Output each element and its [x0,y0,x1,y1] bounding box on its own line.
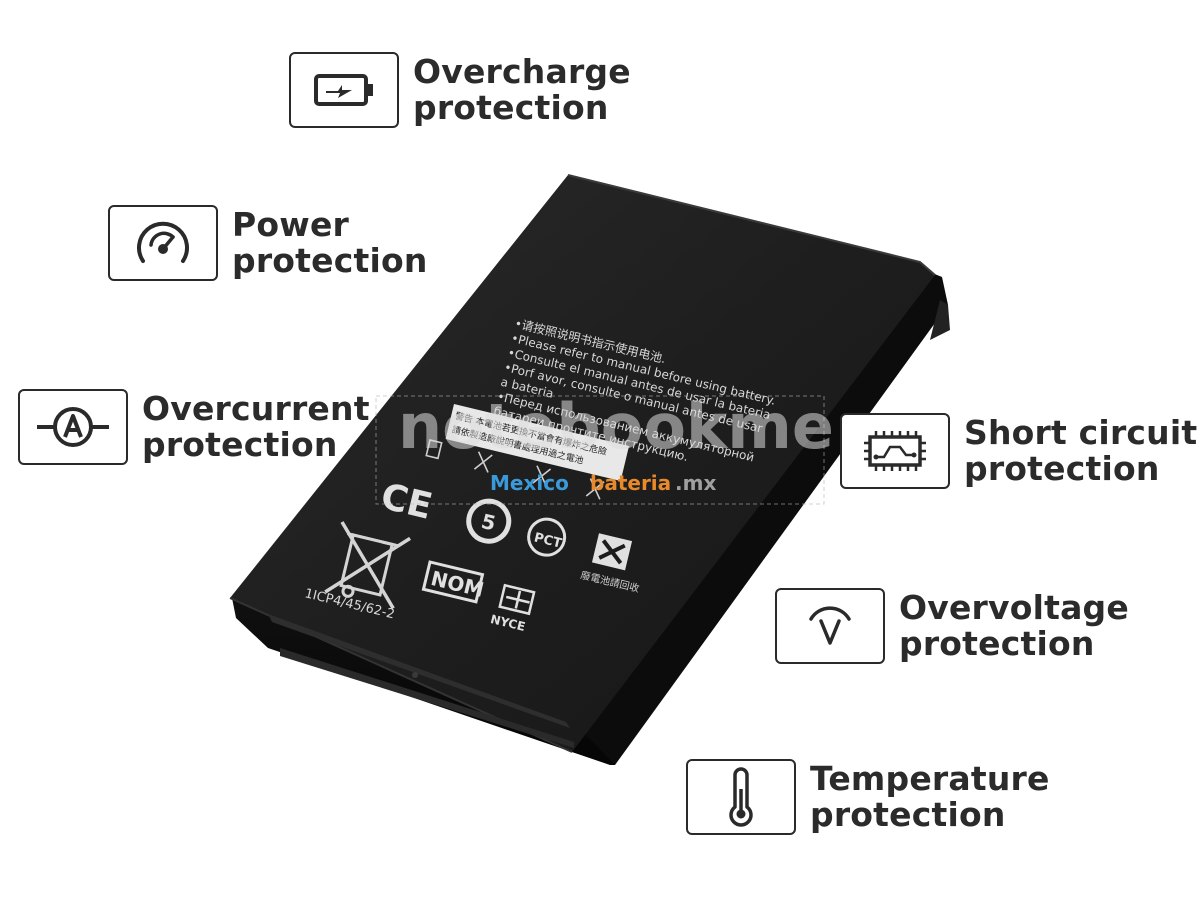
watermark-blue: Mexico [490,471,569,495]
small-icons-row [425,439,605,500]
feature-subtitle: protection [899,624,1095,663]
icon-frame [686,759,796,835]
icon-frame [840,413,950,489]
feature-overcurrent: Overcurrent protection [18,389,370,465]
icon-frame [108,205,218,281]
icon-frame [18,389,128,465]
battery-small-icon [425,439,443,460]
feature-title: Power [232,205,349,244]
feature-subtitle: protection [142,425,338,464]
feature-subtitle: protection [232,241,428,280]
watermark-frame [375,395,825,505]
warning-sticker: 警告 本電池若更換不當會有爆炸之危險 請依製造廠說明書處理用過之電池 [445,404,630,482]
ammeter-icon [37,407,109,447]
feature-power: Power protection [108,205,428,281]
pct-icon [527,517,567,557]
weee-bin-icon [324,521,412,610]
eco-number: 5 [479,509,498,536]
voltage-icon [809,606,851,645]
gauge-icon [137,221,189,263]
watermark-orange: bateria [590,471,671,495]
feature-title: Short circuit [964,413,1198,452]
feature-short-circuit: Short circuit protection [840,413,1197,489]
feature-title: Overvoltage [899,588,1129,627]
icon-frame [775,588,885,664]
connector-slot [268,614,570,728]
battery-charge-icon [314,74,373,106]
circuit-board-icon [864,431,926,471]
icon-frame [289,52,399,128]
feature-title: Overcharge [413,52,631,91]
pct-mark: PCT [532,530,563,551]
feature-subtitle: protection [413,88,609,127]
feature-overcharge: Overcharge protection [289,52,631,128]
thermometer-icon [729,767,753,827]
feature-overvoltage: Overvoltage protection [775,588,1129,664]
battery-side-right [572,262,948,765]
crossed-water-icon [585,478,605,500]
feature-title: Overcurrent [142,389,370,428]
connector-slot [280,648,574,748]
feature-title: Temperature [810,759,1050,798]
crossed-bin-icon [473,451,493,473]
crossed-fire-icon [532,465,552,487]
watermark-tld: .mx [675,471,716,495]
feature-temperature: Temperature protection [686,759,1050,835]
watermark-main: notebookme [398,390,834,463]
feature-subtitle: protection [964,449,1160,488]
feature-subtitle: protection [810,795,1006,834]
eco-icon [466,498,512,544]
